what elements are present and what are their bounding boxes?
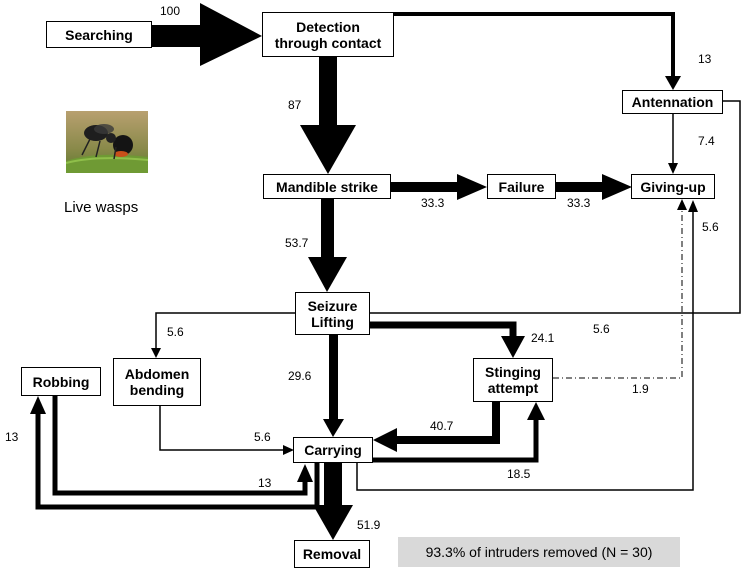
wasp-photo — [66, 111, 148, 173]
node-seizure-lifting: Seizure Lifting — [295, 292, 370, 335]
summary-text: 93.3% of intruders removed (N = 30) — [425, 544, 653, 560]
label-seizure-stinging: 24.1 — [531, 331, 555, 345]
node-searching-label: Searching — [65, 26, 133, 43]
node-seizure-line2: Lifting — [311, 313, 354, 330]
edge-antennation-givingup — [668, 113, 678, 174]
node-carrying-label: Carrying — [304, 442, 362, 458]
label-stinging-carrying: 40.7 — [430, 419, 454, 433]
photo-caption: Live wasps — [64, 199, 139, 216]
node-giving-up-label: Giving-up — [640, 178, 706, 195]
node-stinging-line2: attempt — [487, 380, 539, 396]
node-removal: Removal — [294, 540, 370, 568]
label-carrying-removal: 51.9 — [357, 518, 381, 532]
node-stinging-line1: Stinging — [485, 364, 541, 380]
node-abdomen-bending: Abdomen bending — [113, 358, 201, 406]
label-seizure-abdomen: 5.6 — [167, 325, 184, 339]
node-carrying: Carrying — [293, 437, 373, 463]
node-detection-line2: through contact — [274, 34, 382, 51]
label-searching-detection: 100 — [160, 4, 181, 18]
edge-mandible-seizure — [308, 199, 347, 292]
node-abdomen-line1: Abdomen — [124, 366, 190, 382]
node-mandible-strike: Mandible strike — [263, 174, 391, 199]
edge-mandible-failure — [391, 174, 487, 200]
label-mandible-seizure: 53.7 — [285, 236, 309, 250]
node-seizure-line1: Seizure — [307, 297, 358, 314]
edge-seizure-stinging — [370, 321, 525, 358]
node-giving-up: Giving-up — [631, 174, 715, 199]
label-robbing-carrying: 13 — [258, 476, 272, 490]
label-carrying-robbing: 13 — [5, 430, 19, 444]
edge-detection-mandible — [300, 57, 356, 174]
label-antennation-seizure: 5.6 — [593, 322, 610, 336]
node-searching: Searching — [46, 21, 152, 48]
edge-stinging-givingup — [553, 199, 687, 379]
edge-seizure-abdomen — [151, 312, 295, 358]
label-seizure-carrying: 29.6 — [288, 369, 312, 383]
label-stinging-givingup: 1.9 — [632, 382, 649, 396]
label-abdomen-carrying: 5.6 — [254, 430, 271, 444]
node-antennation-label: Antennation — [631, 94, 714, 110]
edge-detection-antennation — [394, 12, 681, 90]
node-failure-label: Failure — [498, 178, 545, 195]
edge-carrying-givingup — [356, 200, 698, 491]
node-failure: Failure — [487, 174, 556, 199]
edge-stinging-carrying — [373, 400, 500, 452]
edge-carrying-stinging — [373, 402, 545, 463]
label-antennation-givingup: 7.4 — [698, 134, 715, 148]
edge-robbing-carrying — [52, 396, 313, 496]
node-robbing-label: Robbing — [32, 373, 90, 390]
node-robbing: Robbing — [21, 367, 101, 396]
node-removal-label: Removal — [302, 546, 362, 562]
node-mandible-strike-label: Mandible strike — [276, 178, 378, 195]
edge-seizure-carrying — [323, 335, 344, 437]
node-detection-line1: Detection — [296, 18, 360, 35]
label-carrying-stinging: 18.5 — [507, 467, 531, 481]
node-stinging-attempt: Stinging attempt — [473, 358, 553, 402]
edge-failure-givingup — [556, 174, 632, 200]
label-failure-givingup: 33.3 — [567, 196, 591, 210]
node-detection: Detection through contact — [262, 12, 394, 57]
edge-searching-detection — [152, 3, 262, 66]
node-antennation: Antennation — [622, 90, 723, 114]
node-abdomen-line2: bending — [129, 382, 185, 398]
label-detection-mandible: 87 — [288, 98, 302, 112]
label-mandible-failure: 33.3 — [421, 196, 445, 210]
edge-abdomen-carrying — [159, 406, 294, 455]
label-carrying-givingup: 5.6 — [702, 220, 719, 234]
summary-box: 93.3% of intruders removed (N = 30) — [398, 537, 680, 567]
label-detection-antennation: 13 — [698, 52, 712, 66]
edge-carrying-removal — [313, 463, 353, 540]
edge-carrying-robbing — [30, 396, 320, 510]
